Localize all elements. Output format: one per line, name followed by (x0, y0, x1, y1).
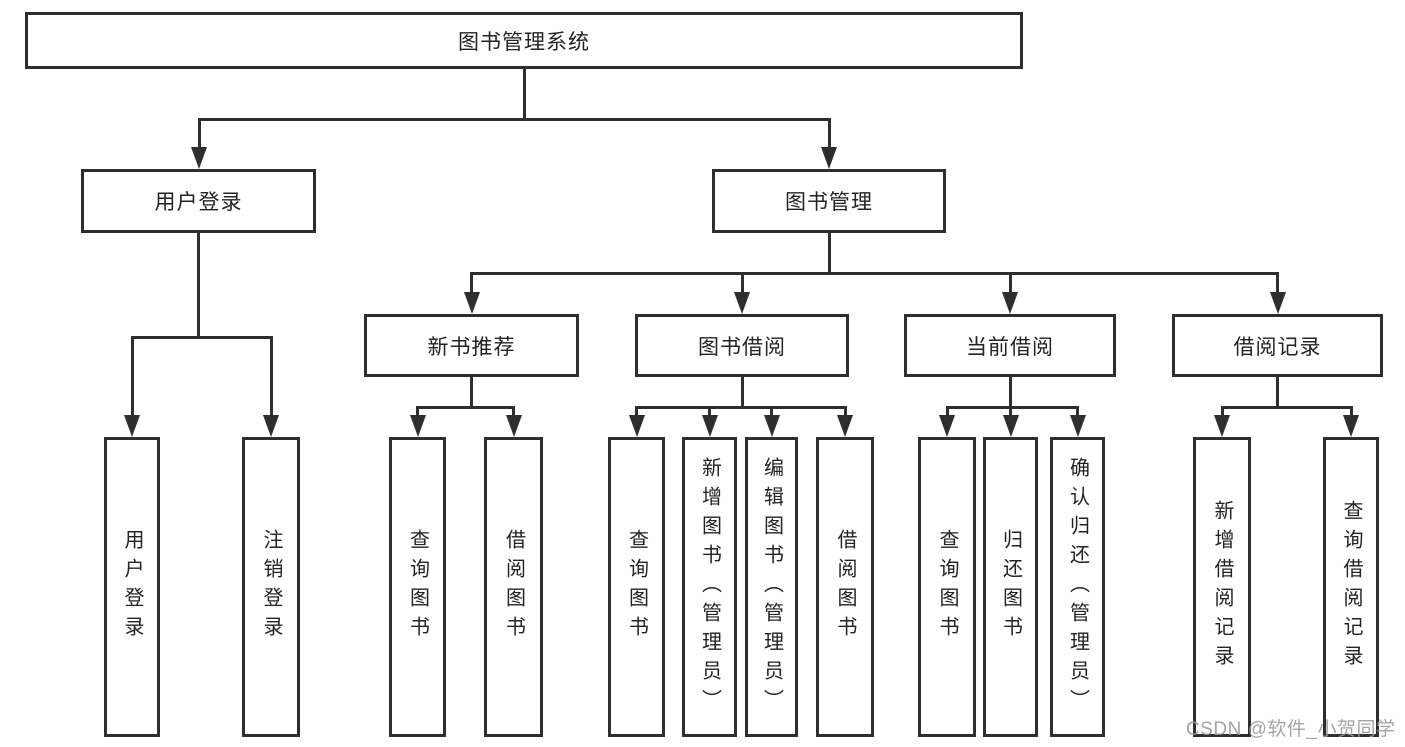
leaf-label: 归还图书 (999, 529, 1022, 645)
leaf-user-login: 用户登录 (104, 437, 160, 737)
leaf-edit-books-admin: 编辑图书（管理员） (745, 437, 798, 737)
arrowhead-down-icon (1214, 415, 1230, 437)
connector-line (1349, 407, 1353, 417)
connector-line (130, 335, 273, 339)
node-user-login: 用户登录 (81, 169, 316, 233)
connector-line (197, 119, 201, 149)
arrowhead-down-icon (821, 147, 837, 169)
connector-line (1276, 377, 1279, 408)
arrowhead-down-icon (1069, 415, 1086, 437)
arrowhead-down-icon (1002, 415, 1019, 437)
leaf-borrow-books-newbook: 借阅图书 (484, 437, 543, 737)
arrowhead-down-icon (263, 415, 279, 437)
connector-line (470, 271, 1279, 275)
connector-line (843, 407, 847, 417)
connector-line (1276, 273, 1279, 294)
leaf-label: 新增借阅记录 (1211, 500, 1233, 674)
arrowhead-down-icon (409, 415, 426, 437)
connector-line (416, 407, 419, 417)
connector-line (740, 377, 744, 408)
connector-line (1220, 405, 1353, 409)
leaf-add-books-admin: 新增图书（管理员） (682, 437, 737, 737)
connector-line (1008, 377, 1012, 408)
node-root: 图书管理系统 (25, 12, 1023, 69)
node-label: 图书借阅 (698, 335, 786, 359)
node-book-management: 图书管理 (712, 169, 946, 233)
connector-line (635, 407, 638, 417)
connector-line (197, 233, 200, 338)
leaf-label: 用户登录 (121, 529, 143, 645)
arrowhead-down-icon (1343, 415, 1359, 437)
connector-line (1076, 407, 1079, 417)
connector-line (197, 117, 831, 121)
connector-line (1008, 273, 1012, 294)
leaf-query-borrow-record: 查询借阅记录 (1323, 437, 1379, 737)
connector-line (512, 407, 515, 417)
connector-line (945, 407, 949, 417)
arrowhead-down-icon (701, 415, 718, 437)
connector-line (1220, 407, 1224, 417)
connector-line (740, 273, 744, 294)
connector-line (130, 337, 134, 417)
node-borrow-record: 借阅记录 (1172, 314, 1383, 377)
leaf-query-books-borrow: 查询图书 (608, 437, 665, 737)
node-label: 当前借阅 (966, 335, 1054, 359)
connector-line (416, 405, 515, 409)
arrowhead-down-icon (191, 147, 207, 169)
connector-line (945, 405, 1079, 409)
node-label: 借阅记录 (1233, 335, 1322, 359)
connector-line (470, 377, 473, 408)
leaf-label: 查询借阅记录 (1340, 500, 1362, 674)
leaf-logout-login: 注销登录 (242, 437, 300, 737)
node-label: 新书推荐 (427, 335, 516, 359)
connector-line (708, 407, 711, 417)
arrowhead-down-icon (628, 415, 645, 437)
node-current-borrow: 当前借阅 (904, 314, 1116, 377)
arrowhead-down-icon (463, 292, 480, 314)
arrowhead-down-icon (837, 415, 853, 437)
leaf-add-borrow-record: 新增借阅记录 (1193, 437, 1251, 737)
leaf-label: 查询图书 (406, 529, 429, 645)
leaf-query-books-current: 查询图书 (918, 437, 976, 737)
csdn-watermark: CSDN @软件_小贺同学 (1186, 719, 1396, 740)
node-label: 用户登录 (154, 191, 243, 214)
connector-line (269, 337, 273, 417)
node-new-book-recommend: 新书推荐 (364, 314, 579, 377)
connector-line (827, 233, 831, 274)
leaf-query-books-newbook: 查询图书 (389, 437, 446, 737)
connector-line (470, 273, 473, 294)
connector-line (1009, 407, 1012, 417)
leaf-label: 确认归还（管理员） (1066, 456, 1089, 718)
leaf-label: 查询图书 (625, 529, 648, 645)
connector-line (770, 407, 773, 417)
connector-line (635, 405, 847, 409)
connector-line (827, 119, 831, 149)
leaf-label: 注销登录 (260, 529, 282, 645)
node-root-label: 图书管理系统 (458, 30, 590, 54)
arrowhead-down-icon (505, 415, 522, 437)
leaf-confirm-return-admin: 确认归还（管理员） (1050, 437, 1105, 737)
node-book-borrow: 图书借阅 (635, 314, 849, 377)
connector-line (522, 69, 526, 121)
arrowhead-down-icon (763, 415, 780, 437)
arrowhead-down-icon (1002, 292, 1018, 314)
arrowhead-down-icon (1269, 292, 1286, 314)
leaf-return-books: 归还图书 (983, 437, 1038, 737)
arrowhead-down-icon (734, 292, 750, 314)
leaf-borrow-books-borrow: 借阅图书 (816, 437, 874, 737)
arrowhead-down-icon (124, 415, 140, 437)
leaf-label: 借阅图书 (834, 529, 856, 645)
leaf-label: 编辑图书（管理员） (760, 456, 783, 718)
arrowhead-down-icon (939, 415, 955, 437)
leaf-label: 借阅图书 (502, 529, 525, 645)
leaf-label: 新增图书（管理员） (698, 456, 721, 718)
leaf-label: 查询图书 (936, 529, 958, 645)
node-label: 图书管理 (785, 191, 873, 214)
